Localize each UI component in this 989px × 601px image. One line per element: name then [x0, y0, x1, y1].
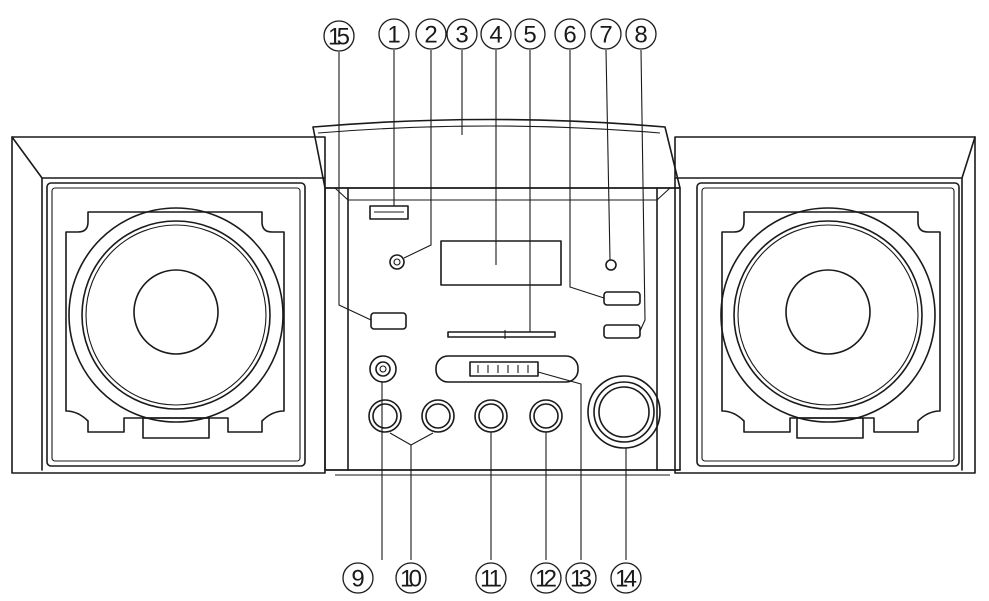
callout-1: 1 [378, 18, 410, 50]
callout-circle [514, 18, 546, 50]
callout-number: 12 [535, 566, 557, 593]
callout-circle [415, 18, 447, 50]
control-panel [435, 355, 579, 383]
callout-9: 9 [342, 562, 374, 594]
callout-number: 1 [387, 22, 400, 49]
callout-circle [565, 562, 597, 594]
leader-lines [338, 49, 646, 560]
callout-3: 3 [446, 18, 478, 50]
callout-circle [554, 18, 586, 50]
knob-10a [368, 399, 402, 433]
right-button-lower [603, 324, 641, 339]
knob-10b [421, 399, 455, 433]
left-speaker [11, 136, 326, 474]
callout-circle [323, 20, 355, 52]
callout-circle [395, 562, 427, 594]
callout-circle [625, 18, 657, 50]
callout-10: 10 [395, 562, 427, 594]
callout-circle [590, 18, 622, 50]
callout-number: 15 [328, 24, 350, 51]
callout-number: 4 [489, 22, 502, 49]
callout-4: 4 [480, 18, 512, 50]
callout-number: 10 [400, 566, 422, 593]
indicator-light [389, 254, 405, 270]
callout-2: 2 [415, 18, 447, 50]
right-button-upper [603, 291, 641, 306]
callout-number: 3 [455, 22, 468, 49]
callout-number: 13 [570, 566, 592, 593]
callout-5: 5 [514, 18, 546, 50]
callout-circle [378, 18, 410, 50]
callout-12: 12 [530, 562, 562, 594]
main-unit [312, 118, 681, 476]
callout-number: 11 [480, 566, 502, 593]
callout-11: 11 [475, 562, 507, 594]
display-window [440, 240, 562, 286]
control-buttons [469, 361, 539, 377]
volume-knob [587, 375, 661, 449]
indicator-light-right [605, 259, 617, 271]
callout-circle [610, 562, 642, 594]
callout-number: 9 [351, 566, 364, 593]
callout-14: 14 [610, 562, 642, 594]
left-button [370, 312, 407, 330]
knob-12 [529, 399, 563, 433]
right-speaker [674, 136, 976, 474]
callout-15: 15 [323, 20, 355, 52]
callout-circle [530, 562, 562, 594]
callout-circle [480, 18, 512, 50]
callout-7: 7 [590, 18, 622, 50]
callout-circle [475, 562, 507, 594]
headphone-jack [369, 355, 397, 383]
callout-number: 6 [563, 22, 576, 49]
disc-slot [447, 331, 556, 338]
callout-circle [446, 18, 478, 50]
callout-number: 14 [615, 566, 637, 593]
callout-circle [342, 562, 374, 594]
callout-number: 5 [523, 22, 536, 49]
callout-number: 7 [599, 22, 612, 49]
callout-8: 8 [625, 18, 657, 50]
callout-6: 6 [554, 18, 586, 50]
power-switch [369, 205, 409, 220]
callout-number: 8 [634, 22, 647, 49]
callout-13: 13 [565, 562, 597, 594]
knob-11 [474, 399, 508, 433]
callout-number: 2 [424, 22, 437, 49]
